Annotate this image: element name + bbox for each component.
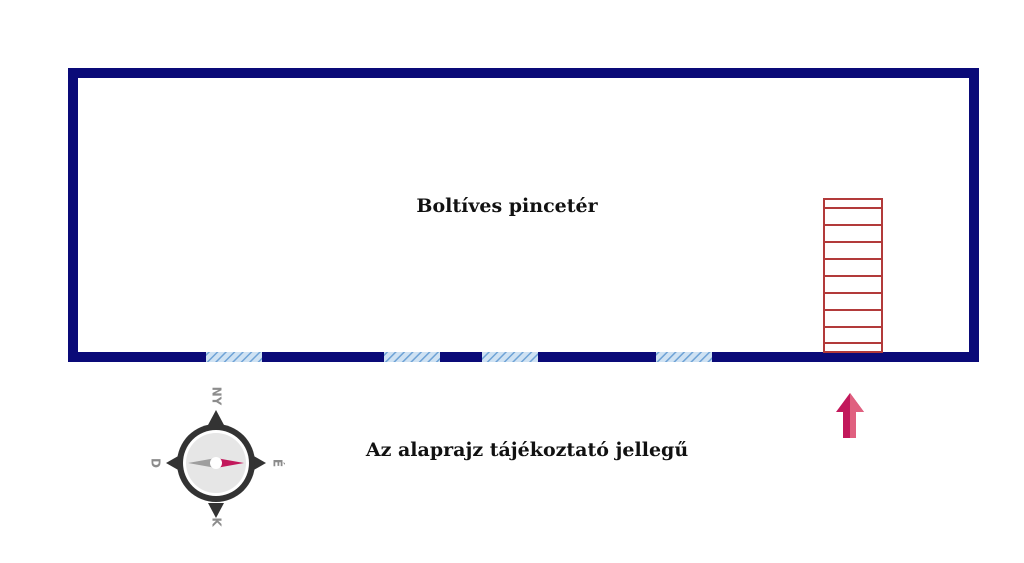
compass-west-label: D — [149, 458, 163, 468]
window — [482, 352, 538, 362]
disclaimer-note: Az alaprajz tájékoztató jellegű — [365, 439, 689, 461]
window — [206, 352, 262, 362]
compass-south-label: K — [210, 517, 224, 527]
compass-icon: NY É K D — [149, 387, 286, 528]
window — [384, 352, 440, 362]
room-label: Boltíves pincetér — [416, 195, 598, 217]
compass-east-label: É — [271, 459, 286, 467]
compass-north-label: NY — [210, 387, 224, 406]
stairs-icon — [823, 198, 883, 353]
window — [656, 352, 712, 362]
entrance-arrow-icon — [836, 393, 864, 438]
